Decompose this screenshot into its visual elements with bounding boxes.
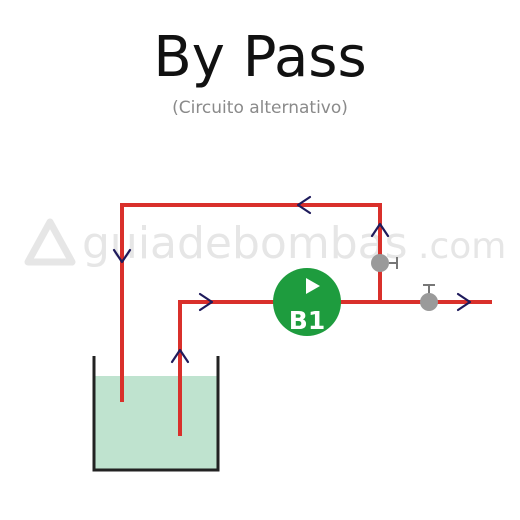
flow-arrow-down-icon (112, 248, 132, 264)
page-subtitle: (Circuito alternativo) (172, 98, 348, 118)
bypass-valve-handle-icon (389, 257, 398, 269)
tank-wall (92, 356, 220, 472)
flow-arrow-up-icon (170, 348, 190, 364)
pump-play-icon (306, 278, 320, 294)
pump-b1: B1 (273, 268, 341, 336)
flow-arrow-right-icon (456, 292, 472, 312)
pump-label: B1 (289, 306, 325, 335)
watermark-brand: guiadebombas (82, 218, 408, 269)
flow-arrow-right-icon (198, 292, 214, 312)
outlet-valve-icon (420, 293, 438, 311)
tank-water (95, 376, 218, 469)
pump-body (273, 268, 341, 336)
pipes (120, 203, 492, 436)
page-title: By Pass (153, 25, 367, 90)
suction-pipe (178, 300, 278, 436)
bypass-valve[interactable] (371, 254, 398, 272)
flow-arrow-up-icon (370, 222, 390, 238)
watermark-logo-icon (24, 218, 76, 266)
watermark: guiadebombas .com (24, 218, 506, 269)
flow-arrow-left-icon (296, 195, 312, 215)
bypass-valve-icon (371, 254, 389, 272)
outlet-valve[interactable] (420, 284, 438, 311)
watermark-suffix: .com (418, 226, 506, 267)
return-pipe (120, 203, 382, 402)
flow-arrows (112, 195, 472, 364)
outlet-valve-handle-icon (423, 284, 435, 293)
